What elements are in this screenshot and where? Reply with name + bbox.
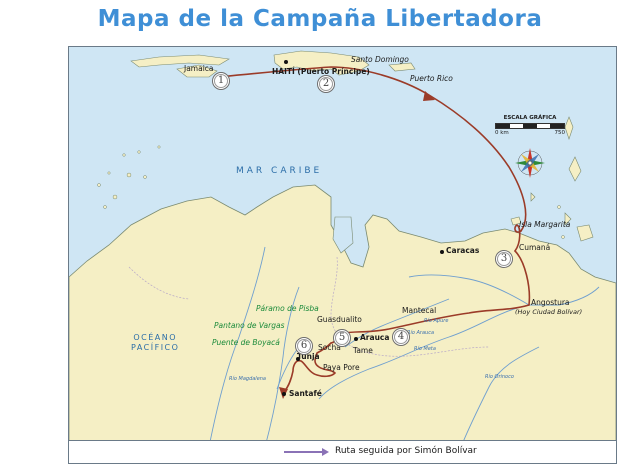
legend-route-line xyxy=(284,451,324,453)
legend: Ruta seguida por Simón Bolívar xyxy=(69,440,616,463)
label-river-arauca: Río Arauca xyxy=(407,330,435,336)
marker-arauca xyxy=(354,337,358,341)
scale-bar: ESCALA GRÁFICA 0 km 750 xyxy=(495,115,565,136)
map: Jamaica HAITÍ (Puerto Príncipe) Santo Do… xyxy=(68,46,617,464)
route-marker-4: 4 xyxy=(392,328,410,346)
label-cumana: Cumaná xyxy=(519,243,551,252)
label-isla-margarita: Isla Margarita xyxy=(519,220,571,229)
label-socha: Socha xyxy=(318,343,341,352)
page-title: Mapa de la Campaña Libertadora xyxy=(97,6,543,32)
label-tunja: Tunja xyxy=(297,352,320,361)
route-margarita-cumana xyxy=(514,224,522,252)
route-marker-1: 1 xyxy=(212,72,230,90)
mainland xyxy=(69,184,616,463)
label-arauca: Arauca xyxy=(360,333,390,342)
label-tame: Tame xyxy=(353,346,373,355)
label-oceano-pacifico: OCÉANO PACÍFICO xyxy=(131,333,179,354)
label-haiti: HAITÍ (Puerto Príncipe) xyxy=(272,67,370,76)
marker-haiti xyxy=(284,60,288,64)
route-marker-2: 2 xyxy=(317,75,335,93)
label-oceano: OCÉANO xyxy=(133,333,178,342)
label-river-orinoco: Río Orinoco xyxy=(485,374,514,380)
legend-arrow-icon xyxy=(322,448,329,456)
jamaica-island xyxy=(176,64,218,78)
label-puente-boyaca: Puente de Boyacá xyxy=(212,338,280,347)
label-caracas: Caracas xyxy=(446,246,480,255)
label-santo-domingo: Santo Domingo xyxy=(351,55,409,64)
route-marker-3: 3 xyxy=(495,250,513,268)
marker-tunja xyxy=(296,357,300,361)
scale-ticks: 0 km 750 xyxy=(495,130,565,136)
label-santafe: Santafé xyxy=(289,389,322,398)
label-river-meta: Río Meta xyxy=(414,346,436,352)
label-mar-caribe: MAR CARIBE xyxy=(236,166,323,176)
scale-start: 0 km xyxy=(495,130,509,136)
label-mantecal: Mantecal xyxy=(402,306,437,315)
scale-title: ESCALA GRÁFICA xyxy=(503,115,557,121)
route-andes xyxy=(282,342,336,394)
route-arrow xyxy=(423,91,435,101)
label-guasdualito: Guasdualito xyxy=(317,315,362,324)
label-paya-pore: Paya Pore xyxy=(323,363,360,372)
label-jamaica: Jamaica xyxy=(184,64,214,73)
compass-rose-icon xyxy=(515,148,545,178)
label-pacifico: PACÍFICO xyxy=(131,343,180,353)
label-angostura-note: (Hoy Ciudad Bolívar) xyxy=(515,308,583,316)
label-angostura: Angostura xyxy=(531,298,570,307)
legend-route-label: Ruta seguida por Simón Bolívar xyxy=(335,446,477,456)
scale-graphic xyxy=(495,123,565,129)
label-puerto-rico: Puerto Rico xyxy=(410,74,453,83)
hispaniola-island xyxy=(273,50,370,76)
label-river-apure: Río Apure xyxy=(424,318,449,324)
route-marker-5: 5 xyxy=(333,329,351,347)
scale-end: 750 xyxy=(554,130,566,136)
marker-santafe xyxy=(282,392,286,396)
label-paramo-pisba: Páramo de Pisba xyxy=(256,304,319,313)
label-river-magdalena: Río Magdalena xyxy=(229,376,266,382)
label-pantano-vargas: Pantano de Vargas xyxy=(214,321,285,330)
route-marker-6: 6 xyxy=(295,337,313,355)
route-angostura xyxy=(514,250,531,306)
map-canvas xyxy=(69,50,616,463)
puerto-rico-island xyxy=(388,62,416,72)
marker-caracas xyxy=(440,250,444,254)
cuba-island xyxy=(130,54,230,68)
